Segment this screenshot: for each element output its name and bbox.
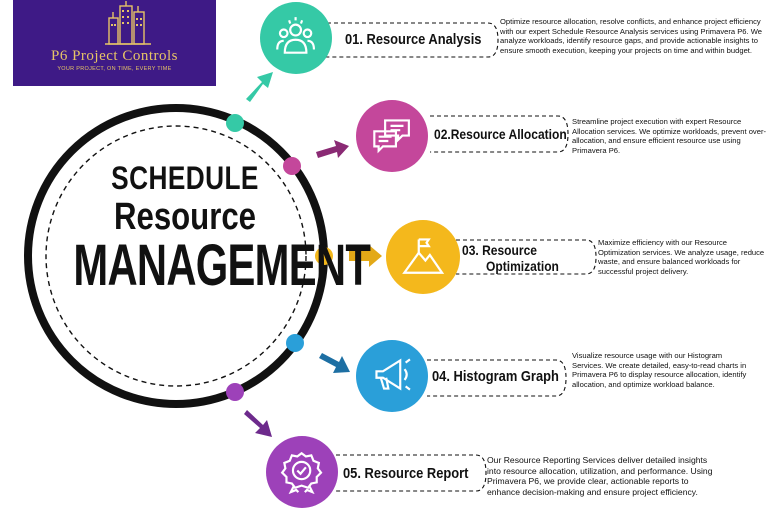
step-4-circle [356,340,428,412]
arrow-2 [316,140,349,158]
center-line-1: SCHEDULE [111,160,259,196]
building-skyline-icon [105,1,151,45]
ring-dot-2 [283,157,301,175]
arrow-3 [349,245,382,267]
step-1-description: Optimize resource allocation, resolve co… [500,17,762,55]
step-5-circle [266,436,338,508]
connector-1 [320,22,499,58]
ring-dot-5 [226,383,244,401]
arrow-4 [319,353,350,373]
step-3-title-line2: Optimization [486,258,559,274]
step-2-title: 02.Resource Allocation [434,126,567,142]
step-2-circle [356,100,428,172]
arrow-5 [244,410,272,437]
step-5-description: Our Resource Reporting Services deliver … [487,455,713,497]
ring-dot-1 [226,114,244,132]
step-1-title: 01. Resource Analysis [345,31,482,48]
award-badge-icon [281,452,323,494]
logo-tagline: YOUR PROJECT, ON TIME, EVERY TIME [57,66,172,72]
arrow-1 [246,72,273,102]
company-logo: P6 Project Controls YOUR PROJECT, ON TIM… [13,0,216,86]
step-5-title: 05. Resource Report [343,465,469,482]
step-3-title-line1: 03. Resource [462,242,537,258]
mountain-flag-icon [401,238,444,274]
inner-dashed-ring [45,125,307,387]
center-line-2: Resource [113,196,257,238]
connector-2 [430,115,569,153]
megaphone-icon [375,358,412,391]
step-1-circle [260,2,332,74]
step-4-description: Visualize resource usage with our Histog… [572,351,747,389]
connector-3 [456,239,597,275]
team-icon [276,17,316,55]
chat-bubbles-icon [373,119,411,154]
ring-dot-4 [286,334,304,352]
step-2-description: Streamline project execution with expert… [572,117,767,155]
step-3-description: Maximize efficiency with our Resource Op… [598,238,765,276]
step-4-title: 04. Histogram Graph [432,368,559,385]
center-line-3: MANAGEMENT [73,233,371,298]
connector-4 [427,359,567,397]
logo-title: P6 Project Controls [50,48,178,64]
step-3-circle [386,220,460,294]
ring-dot-3 [315,247,333,265]
connector-5 [336,454,487,492]
